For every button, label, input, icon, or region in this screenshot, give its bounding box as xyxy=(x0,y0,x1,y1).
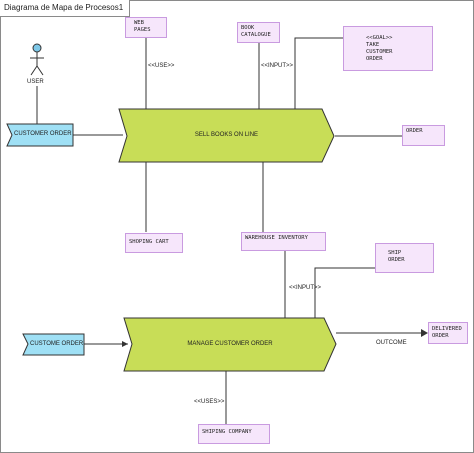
label-input-bottom: <<INPUT>> xyxy=(289,285,322,291)
actor-user-label: USER xyxy=(27,79,44,85)
note-book-catalogue: BOOK CATALOGUE xyxy=(237,22,280,43)
outcome-arrowhead xyxy=(421,329,428,337)
sell-books-process-shape xyxy=(118,108,335,163)
note-shoping-cart: SHOPING CART xyxy=(125,233,183,253)
customer-order-bottom-shape xyxy=(22,333,85,356)
note-goal: <<GOAL>> TAKE CUSTOMER ORDER xyxy=(343,26,433,71)
sell-books-label: SELL BOOKS ON LINE xyxy=(194,132,259,138)
goal-connector xyxy=(294,37,343,109)
manage-order-label: MANAGE CUSTOMER ORDER xyxy=(187,341,273,347)
note-delivered-order: DELIVERED ORDER xyxy=(428,322,468,344)
note-ship-order: SHIP ORDER xyxy=(375,243,434,273)
customer-order-bottom-label: CUSTOME ORDER xyxy=(30,341,84,347)
note-web-pages: WEB PAGES xyxy=(125,17,167,38)
diagram-title: Diagrama de Mapa de Procesos1 xyxy=(0,0,131,17)
note-order: ORDER xyxy=(402,125,445,146)
label-use: <<USE>> xyxy=(148,63,175,69)
ship-order-connector xyxy=(314,267,375,318)
connectors xyxy=(36,37,421,424)
manage-order-process-shape xyxy=(123,317,337,372)
note-shiping-company: SHIPING COMPANY xyxy=(198,424,270,444)
actor-user-figure xyxy=(30,43,44,76)
customer-order-top-shape xyxy=(6,123,74,147)
note-warehouse-inventory: WAREHOUSE INVENTORY xyxy=(241,232,326,251)
label-outcome: OUTCOME xyxy=(376,340,407,346)
customer-order-top-label: CUSTOMER ORDER xyxy=(14,131,72,137)
customer-order-arrowhead xyxy=(122,341,128,347)
label-uses: <<USES>> xyxy=(194,399,225,405)
label-input-top: <<INPUT>> xyxy=(261,63,294,69)
